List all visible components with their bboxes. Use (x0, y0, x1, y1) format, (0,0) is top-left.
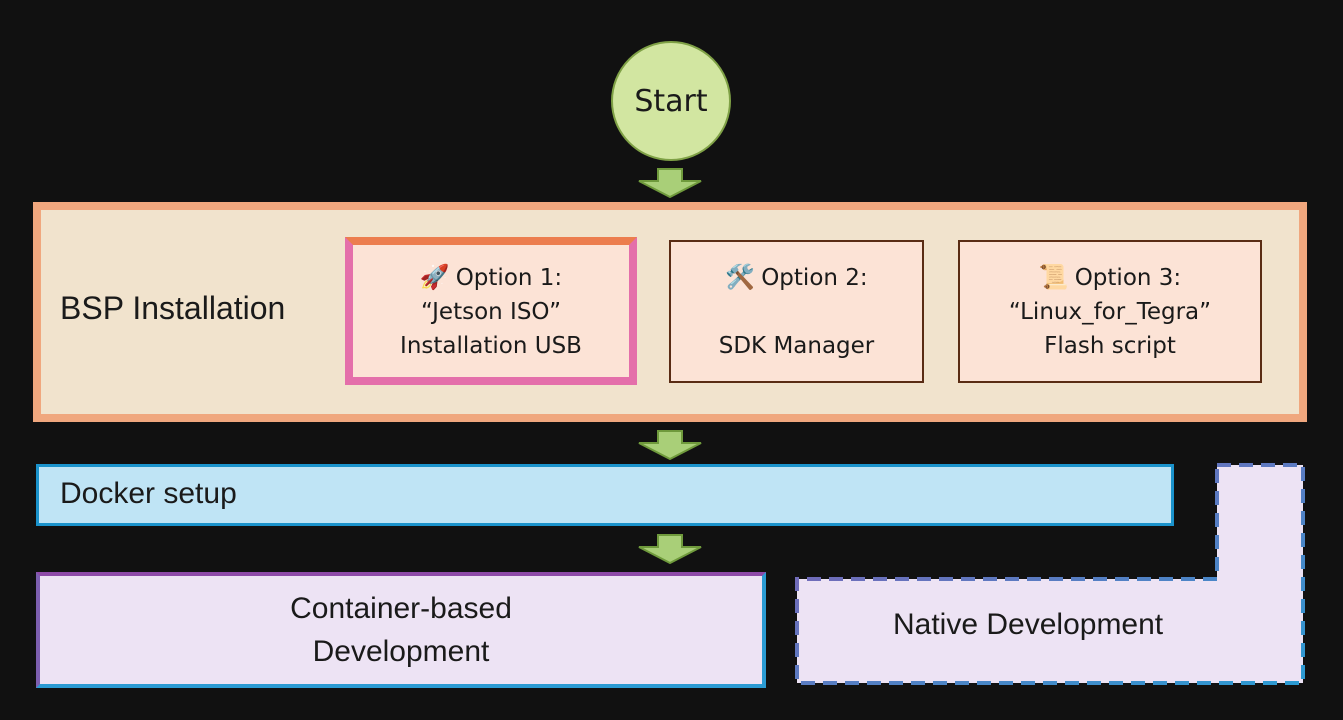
native-development-label: Native Development (893, 608, 1164, 641)
option-2-box: 🛠️Option 2: SDK Manager (669, 240, 924, 383)
option-2-title: Option 2: (761, 265, 868, 291)
option-3-line3: Flash script (1044, 333, 1176, 359)
native-development-box (795, 463, 1305, 685)
option-3-title-row: 📜Option 3: (1039, 260, 1181, 295)
option-1-line2: “Jetson ISO” (420, 298, 562, 325)
tools-icon: 🛠️ (725, 263, 756, 291)
option-1-title-row: 🚀Option 1: (420, 260, 562, 295)
start-label: Start (634, 83, 708, 119)
option-2-line3: SDK Manager (718, 333, 875, 359)
container-development-box: Container-based Development (36, 572, 766, 688)
bsp-installation-label: BSP Installation (60, 290, 286, 326)
start-node: Start (611, 41, 731, 161)
container-development-line2: Development (312, 635, 490, 668)
option-2-title-row: 🛠️Option 2: (725, 260, 867, 295)
docker-setup-label: Docker setup (60, 477, 237, 510)
option-3-box: 📜Option 3: “Linux_for_Tegra” Flash scrip… (958, 240, 1262, 383)
option-1-title: Option 1: (455, 264, 563, 291)
option-3-line2: “Linux_for_Tegra” (1008, 299, 1212, 325)
rocket-icon: 🚀 (419, 262, 450, 291)
flow-arrow-3 (638, 534, 702, 564)
container-development-line1: Container-based (290, 592, 512, 625)
flow-arrow-1 (638, 168, 702, 198)
scroll-icon: 📜 (1038, 263, 1069, 291)
flow-arrow-2 (638, 430, 702, 460)
option-1-box: 🚀Option 1: “Jetson ISO” Installation USB (345, 237, 637, 385)
option-1-line3: Installation USB (400, 332, 582, 359)
docker-setup-box (36, 464, 1174, 526)
option-3-title: Option 3: (1074, 265, 1182, 291)
